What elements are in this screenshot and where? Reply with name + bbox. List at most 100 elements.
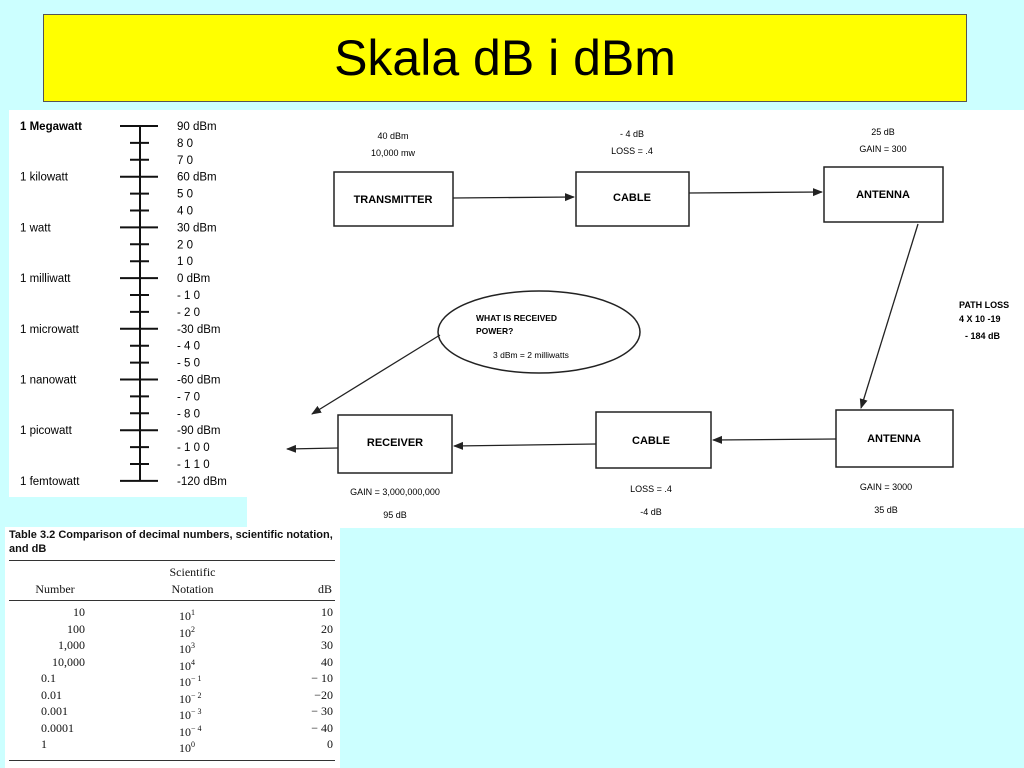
dbm-scale-figure: 90 dBm 1 Megawatt 8 0 7 0 60 dBm 1 kilowatt 5 …	[20, 121, 227, 488]
scale-unit-label: 1 nanowatt	[20, 375, 77, 387]
sci-base: 10	[179, 642, 191, 656]
table-cell-scientific: 100	[179, 737, 195, 756]
sci-base: 10	[179, 609, 191, 623]
arrow-transmitter-to-cable	[452, 193, 575, 202]
table-cell-number: 1	[41, 737, 47, 751]
table-top-rule	[9, 560, 335, 561]
transmitter-note-dbm: 40 dBm	[377, 131, 408, 141]
table-cell-scientific: 102	[179, 622, 195, 641]
sci-exponent: 3	[191, 641, 195, 650]
scale-value-label: - 7 0	[177, 391, 200, 403]
path-loss-factor: 4 X 10 -19	[959, 314, 1001, 324]
receiver-note-gain: GAIN = 3,000,000,000	[350, 487, 440, 497]
arrow-cable-to-receiver	[453, 441, 597, 450]
path-loss-db: - 184 dB	[965, 331, 1001, 341]
table-cell-number: 10	[73, 605, 85, 619]
sci-base: 10	[179, 741, 191, 755]
table-cell-number: 1,000	[58, 638, 85, 652]
scale-value-label: 90 dBm	[177, 121, 217, 133]
table-bottom-rule	[9, 760, 335, 761]
table-cell-number: 0.1	[41, 671, 56, 685]
scale-value-label: 8 0	[177, 138, 193, 150]
scale-value-label: 1 0	[177, 256, 193, 268]
antenna-bottom-label: ANTENNA	[867, 433, 921, 445]
sci-base: 10	[179, 658, 191, 673]
receiver-note-db: 95 dB	[383, 510, 407, 520]
scale-value-label: 0 dBm	[177, 273, 210, 285]
scale-value-label: - 4 0	[177, 341, 200, 353]
table-caption: Table 3.2 Comparison of decimal numbers,…	[9, 529, 333, 555]
sci-base: 10	[179, 675, 191, 689]
header-number: Number	[35, 582, 75, 596]
sci-base: 10	[179, 691, 191, 706]
scale-unit-label: 1 watt	[20, 222, 51, 234]
transmitter-label: TRANSMITTER	[354, 194, 433, 206]
cable-top-label: CABLE	[613, 192, 651, 204]
table-cell-scientific: 10− 4	[179, 721, 202, 740]
table-cell-db: −20	[314, 687, 333, 702]
transmitter-block: TRANSMITTER 40 dBm 10,000 mw	[333, 131, 454, 227]
antenna-top-note-gain: GAIN = 300	[859, 144, 906, 154]
received-power-question: WHAT IS RECEIVED POWER? 3 dBm = 2 milliw…	[437, 290, 641, 374]
scale-unit-label: 1 Megawatt	[20, 121, 82, 133]
link-budget-diagram: TRANSMITTER 40 dBm 10,000 mw CABLE - 4 d…	[286, 127, 1009, 520]
arrow-cable-to-antenna	[688, 188, 823, 197]
table-cell-number: 100	[67, 621, 85, 636]
header-db: dB	[317, 582, 332, 596]
scale-value-label: - 1 1 0	[177, 459, 210, 471]
scale-value-label: 5 0	[177, 189, 193, 201]
arrow-question-pointer	[311, 334, 441, 415]
sci-base: 10	[179, 724, 191, 739]
dbm-scale-panel: 90 dBm 1 Megawatt 8 0 7 0 60 dBm 1 kilowatt 5 …	[9, 110, 247, 497]
sci-exponent: − 4	[191, 723, 202, 733]
scale-value-label: -30 dBm	[177, 324, 220, 336]
sci-exponent: − 1	[191, 674, 202, 683]
scale-unit-label: 1 kilowatt	[20, 172, 69, 184]
scale-unit-label: 1 femtowatt	[20, 476, 80, 488]
table-cell-db: 40	[321, 654, 333, 669]
scale-value-label: 30 dBm	[177, 222, 217, 234]
receiver-label: RECEIVER	[367, 437, 423, 449]
scale-value-label: - 8 0	[177, 408, 200, 420]
cable-top-note-db: - 4 dB	[620, 129, 644, 139]
scale-value-label: -90 dBm	[177, 425, 220, 437]
table-cell-scientific: 104	[179, 655, 195, 674]
path-loss-note: PATH LOSS 4 X 10 -19 - 184 dB	[959, 300, 1009, 341]
scale-value-label: - 1 0	[177, 290, 200, 302]
cable-bottom-note-db: -4 dB	[640, 507, 662, 517]
table-cell-number: 0.001	[41, 704, 68, 718]
link-budget-panel: TRANSMITTER 40 dBm 10,000 mw CABLE - 4 d…	[247, 110, 1024, 528]
scale-value-label: - 5 0	[177, 358, 200, 370]
sci-exponent: 4	[191, 657, 195, 667]
table-cell-number: 0.0001	[41, 720, 74, 735]
arrow-antenna-to-cable	[712, 435, 837, 444]
header-scientific: Scientific	[169, 565, 216, 579]
cable-top-block: CABLE - 4 dB LOSS = .4	[575, 129, 690, 227]
title-banner: Skala dB i dBm	[43, 14, 967, 102]
cable-bottom-label: CABLE	[632, 435, 670, 447]
scale-value-label: - 2 0	[177, 307, 200, 319]
transmitter-note-mw: 10,000 mw	[371, 148, 416, 158]
sci-exponent: − 2	[191, 690, 202, 700]
sci-exponent: 2	[191, 624, 195, 634]
table-cell-number: 0.01	[41, 687, 62, 702]
scale-value-label: 4 0	[177, 206, 193, 218]
table-cell-scientific: 10− 3	[179, 704, 202, 723]
antenna-top-block: ANTENNA 25 dB GAIN = 300	[823, 127, 944, 223]
page-title: Skala dB i dBm	[334, 30, 676, 86]
header-notation: Notation	[171, 582, 214, 596]
antenna-top-label: ANTENNA	[856, 189, 910, 201]
table-cell-number: 10,000	[52, 654, 85, 669]
question-answer: 3 dBm = 2 milliwatts	[493, 350, 569, 360]
table-cell-db: − 40	[311, 720, 333, 735]
scale-unit-label: 1 milliwatt	[20, 273, 71, 285]
table-cell-db: − 30	[311, 704, 333, 718]
table-cell-db: 0	[327, 737, 333, 751]
scale-value-label: 60 dBm	[177, 172, 217, 184]
table-cell-scientific: 101	[179, 605, 195, 624]
arrow-receiver-output	[286, 444, 339, 453]
db-comparison-table: Table 3.2 Comparison of decimal numbers,…	[5, 527, 340, 768]
table-cell-scientific: 10− 2	[179, 688, 202, 707]
antenna-bottom-note-gain: GAIN = 3000	[860, 482, 912, 492]
scale-value-label: 7 0	[177, 155, 193, 167]
